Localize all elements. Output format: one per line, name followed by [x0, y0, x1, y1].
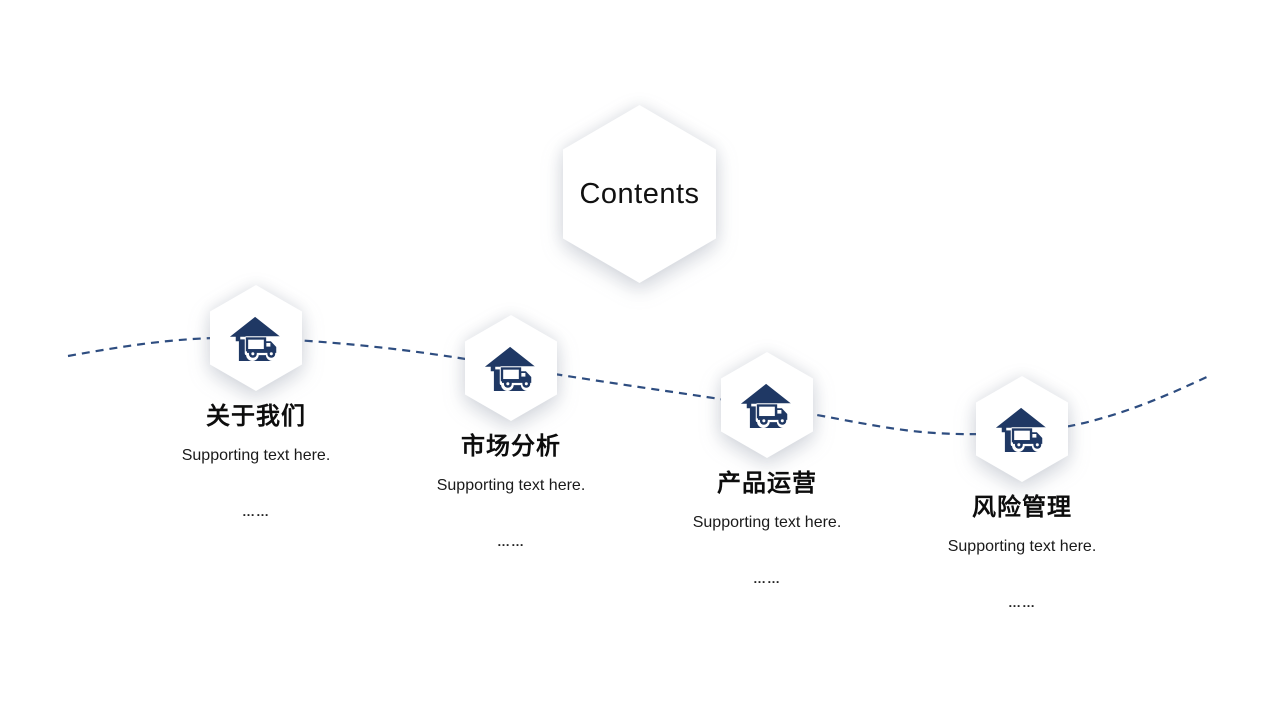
- item-ellipsis: ……: [753, 571, 781, 587]
- contents-hexagon: Contents: [563, 105, 716, 283]
- item-ellipsis: ……: [1008, 595, 1036, 611]
- item-supporting-text: Supporting text here.: [436, 477, 586, 495]
- item-hexagon: [976, 376, 1068, 482]
- contents-item-risk-management: 风险管理 Supporting text here. ……: [902, 376, 1142, 609]
- item-hexagon: [465, 315, 557, 421]
- house-delivery-truck-icon: [484, 346, 537, 391]
- item-title: 风险管理: [972, 494, 1072, 521]
- item-hexagon-shape: [976, 376, 1068, 482]
- house-delivery-truck-icon: [995, 407, 1048, 452]
- item-ellipsis: ……: [242, 504, 270, 520]
- item-supporting-text: Supporting text here.: [181, 447, 331, 465]
- item-title: 市场分析: [461, 433, 561, 460]
- contents-item-product-operation: 产品运营 Supporting text here. ……: [647, 352, 887, 585]
- item-hexagon-shape: [465, 315, 557, 421]
- house-delivery-truck-icon: [229, 316, 282, 361]
- item-ellipsis: ……: [497, 534, 525, 550]
- contents-item-about-us: 关于我们 Supporting text here. ……: [136, 285, 376, 518]
- item-supporting-text: Supporting text here.: [692, 514, 842, 532]
- house-delivery-truck-icon: [740, 383, 793, 428]
- item-title: 产品运营: [717, 470, 817, 497]
- contents-hexagon-shape: Contents: [563, 105, 716, 283]
- item-hexagon-shape: [721, 352, 813, 458]
- item-title: 关于我们: [206, 403, 306, 430]
- item-hexagon: [721, 352, 813, 458]
- item-hexagon-shape: [210, 285, 302, 391]
- slide-title: Contents: [579, 177, 700, 210]
- item-supporting-text: Supporting text here.: [947, 538, 1097, 556]
- item-hexagon: [210, 285, 302, 391]
- contents-item-market-analysis: 市场分析 Supporting text here. ……: [391, 315, 631, 548]
